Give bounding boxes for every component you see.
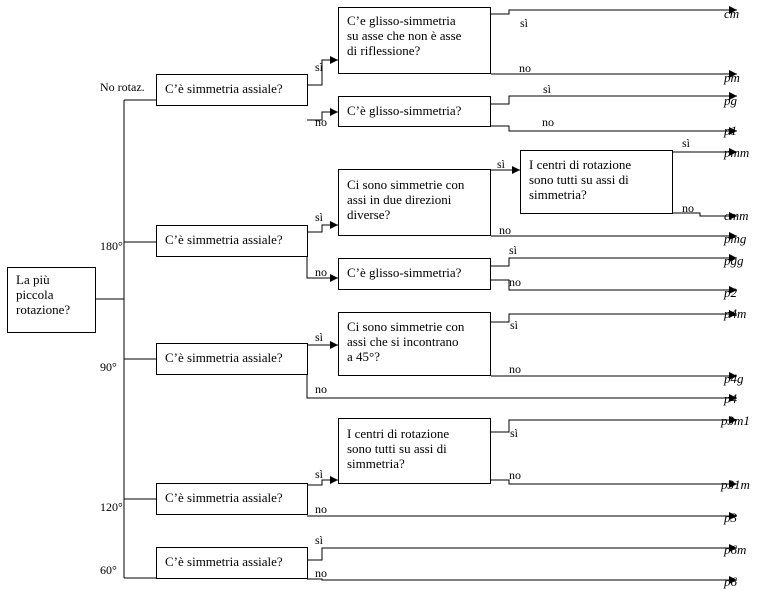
group-p4m: p4m [724, 306, 747, 321]
no-label: no [509, 362, 521, 376]
no-label: no [519, 61, 531, 75]
no-label: no [315, 502, 327, 516]
group-p3m1: p3m1 [721, 413, 750, 428]
question-glide-axis: C’e glisso-simmetria su asse che non è a… [338, 7, 491, 74]
yes-label: sì [315, 467, 324, 481]
question-axial-90: C’è simmetria assiale? [156, 343, 308, 375]
question-axial-180: C’è simmetria assiale? [156, 225, 308, 257]
rotation-label-60: 60° [100, 563, 117, 577]
group-p4g: p4g [724, 371, 744, 386]
group-pgg: pgg [724, 253, 744, 268]
no-label: no [509, 275, 521, 289]
no-label: no [315, 382, 327, 396]
question-axial-60: C’è simmetria assiale? [156, 547, 308, 579]
group-p4: p4 [724, 391, 737, 406]
group-p1: p1 [724, 123, 737, 138]
group-p6m: p6m [724, 542, 747, 557]
yes-label: sì [510, 426, 519, 440]
question-two-dirs: Ci sono simmetrie con assi in due direzi… [338, 169, 491, 236]
rotation-label-180: 180° [100, 239, 123, 253]
no-label: no [682, 201, 694, 215]
group-cmm: cmm [724, 208, 749, 223]
group-pg: pg [724, 93, 737, 108]
rotation-label-none: No rotaz. [100, 80, 145, 94]
group-p6: p6 [724, 574, 737, 589]
question-centers-180: I centri di rotazione sono tutti su assi… [520, 150, 673, 214]
no-label: no [315, 115, 327, 129]
rotation-label-120: 120° [100, 500, 123, 514]
no-label: no [542, 115, 554, 129]
group-pmg: pmg [724, 231, 747, 246]
yes-label: sì [510, 318, 519, 332]
question-glide-180: C’è glisso-simmetria? [338, 258, 491, 290]
yes-label: sì [315, 533, 324, 547]
yes-label: sì [315, 330, 324, 344]
question-axial-none: C’è simmetria assiale? [156, 74, 308, 106]
yes-label: sì [315, 210, 324, 224]
yes-label: sì [543, 82, 552, 96]
start-box: La più piccola rotazione? [7, 267, 96, 333]
group-p31m: p31m [721, 477, 750, 492]
yes-label: sì [497, 157, 506, 171]
group-p3: p3 [724, 510, 737, 525]
start-line: rotazione? [16, 302, 71, 317]
no-label: no [499, 223, 511, 237]
question-deg45: Ci sono simmetrie con assi che si incont… [338, 312, 491, 376]
yes-label: sì [682, 136, 691, 150]
rotation-label-90: 90° [100, 360, 117, 374]
group-pmm: pmm [724, 145, 750, 160]
yes-label: sì [315, 60, 324, 74]
yes-label: sì [520, 16, 529, 30]
question-glide-none: C’è glisso-simmetria? [338, 96, 491, 127]
no-label: no [315, 566, 327, 580]
yes-label: sì [509, 243, 518, 257]
group-cm: cm [724, 6, 740, 21]
start-line: La più [16, 272, 50, 287]
no-label: no [315, 265, 327, 279]
question-centers-120: I centri di rotazione sono tutti su assi… [338, 418, 491, 484]
question-axial-120: C’è simmetria assiale? [156, 483, 308, 515]
start-line: piccola [16, 287, 54, 302]
group-pm: pm [724, 70, 740, 85]
no-label: no [509, 468, 521, 482]
group-p2: p2 [724, 285, 737, 300]
